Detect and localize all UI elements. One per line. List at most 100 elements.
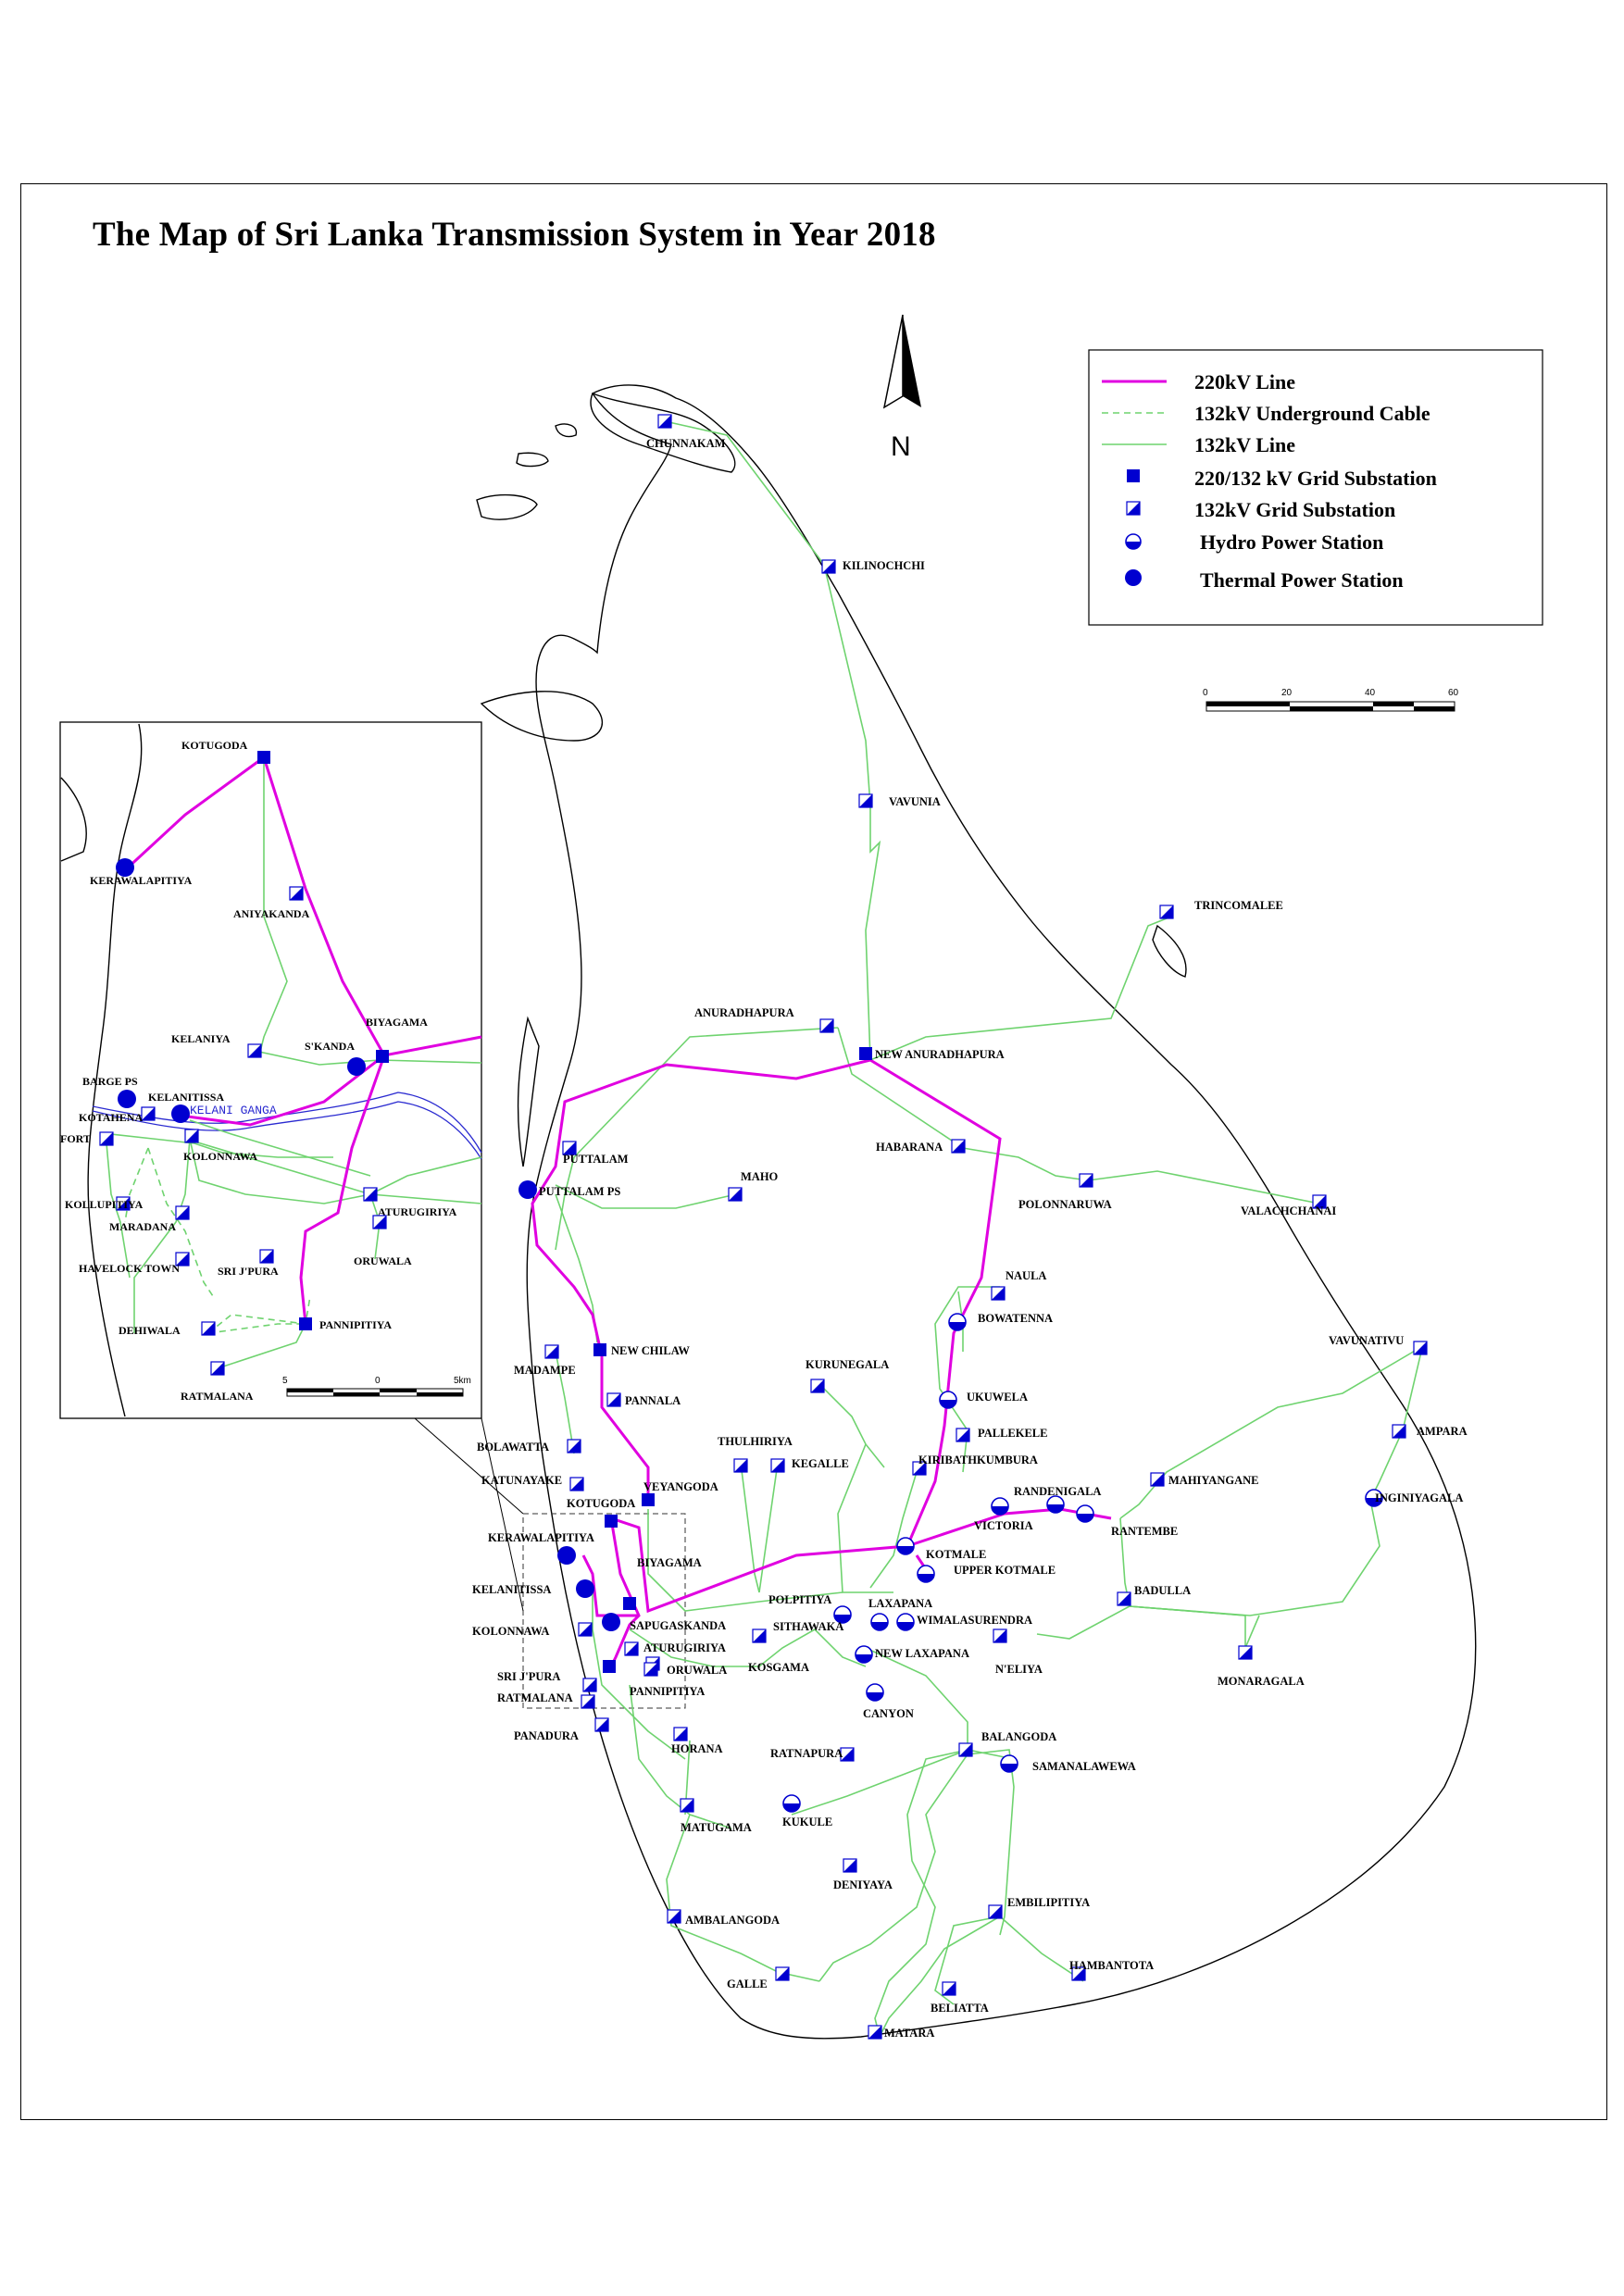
station-ratnapura-label: RATNAPURA <box>770 1747 843 1760</box>
inset-scale-tick-0: 0 <box>375 1376 381 1386</box>
station-vavunativu-gs132-symbol <box>1413 1341 1428 1355</box>
station-hambantota-gs132-symbol <box>1071 1966 1086 1981</box>
inset-station-maradana-label: MARADANA <box>109 1220 176 1233</box>
station-matara-label: MATARA <box>884 2027 934 2040</box>
station-new-anuradhapura-label: NEW ANURADHAPURA <box>875 1048 1005 1061</box>
station-oruwala-gs132-symbol <box>643 1662 658 1677</box>
station-panadura-gs132-symbol <box>594 1717 609 1732</box>
station-veyangoda-label: VEYANGODA <box>643 1480 718 1493</box>
station-pannala-gs132-symbol <box>606 1392 621 1407</box>
station-mahiyangane-label: MAHIYANGANE <box>1168 1474 1258 1487</box>
station-kukule-hydro-symbol <box>782 1794 801 1813</box>
station-anuradhapura-gs132-symbol <box>819 1018 834 1033</box>
scale-tick-20: 20 <box>1281 688 1293 698</box>
inset-station-kotugoda-label: KOTUGODA <box>181 739 248 752</box>
inset-station-kerawalapitiya-label: KERAWALAPITIYA <box>90 874 193 887</box>
inset-station-s-kanda-thermal-symbol <box>347 1057 366 1076</box>
inset-station-kelanitissa-label: KELANITISSA <box>148 1091 224 1104</box>
island <box>476 493 538 520</box>
station-rantembe-label: RANTEMBE <box>1111 1525 1178 1538</box>
inset-station-ratmalana-label: RATMALANA <box>181 1390 254 1403</box>
inset-leader-line <box>414 1417 524 1515</box>
station-polpitiya-label: POLPITIYA <box>768 1593 831 1606</box>
island-coastline <box>526 384 1477 2040</box>
jaffna-peninsula <box>590 393 736 473</box>
station-ampara-gs132-symbol <box>1392 1424 1406 1439</box>
station-sapugaskanda-thermal-symbol <box>602 1613 620 1631</box>
station-biyagama-label: BIYAGAMA <box>637 1556 702 1569</box>
station-kerawalapitiya-thermal-symbol <box>557 1546 576 1565</box>
station-new-laxapana-label: NEW LAXAPANA <box>875 1647 969 1660</box>
station-kelanitissa-label: KELANITISSA <box>472 1583 551 1596</box>
legend-thermal-label: Thermal Power Station <box>1200 568 1404 592</box>
legend: 220kV Line 132kV Underground Cable 132kV… <box>1088 349 1543 626</box>
station-puttalam-ps-thermal-symbol <box>518 1180 537 1199</box>
inset-station-kotahena-gs132-symbol <box>141 1106 156 1121</box>
inset-scale-tick-5a: 5 <box>282 1376 288 1386</box>
station-matugama-label: MATUGAMA <box>681 1821 752 1834</box>
inset-station-kelaniya-gs132-symbol <box>247 1043 262 1058</box>
station-upper-kotmale-hydro-symbol <box>917 1565 935 1583</box>
inset-station-aniyakanda-label: ANIYAKANDA <box>233 907 310 920</box>
legend-hydro-label: Hydro Power Station <box>1200 530 1383 554</box>
scale-tick-40: 40 <box>1365 688 1376 698</box>
station-horana-label: HORANA <box>671 1742 723 1755</box>
station-kotugoda-gs220-symbol <box>605 1515 618 1528</box>
inset-scale-tick-5km: 5km <box>454 1376 471 1386</box>
inset-station-kollupitiya-gs132-symbol <box>116 1196 131 1211</box>
station-polpitiya-hydro-symbol <box>833 1605 852 1624</box>
legend-thermal-symbol <box>1125 569 1142 586</box>
station-new-chilaw-label: NEW CHILAW <box>611 1344 690 1357</box>
legend-box <box>1088 349 1543 626</box>
inset-station-kelaniya-label: KELANIYA <box>171 1032 231 1045</box>
station-polonnaruwa-gs132-symbol <box>1079 1173 1093 1188</box>
station-wimalasurendra-label: WIMALASURENDRA <box>917 1614 1032 1627</box>
station-balangoda-label: BALANGODA <box>981 1730 1056 1743</box>
station-naula-gs132-symbol <box>991 1286 1006 1301</box>
station-inginiyagala-label: INGINIYAGALA <box>1375 1491 1463 1504</box>
legend-line132-label: 132kV Line <box>1194 433 1295 456</box>
station-new-laxapana-hydro-symbol <box>855 1645 873 1664</box>
station-kilinochchi-gs132-symbol <box>821 559 836 574</box>
legend-hydro-symbol <box>1125 533 1142 550</box>
inset-station-sri-j-pura-gs132-symbol <box>259 1249 274 1264</box>
station-badulla-label: BADULLA <box>1134 1584 1191 1597</box>
station-balangoda-gs132-symbol <box>958 1742 973 1757</box>
station-habarana-gs132-symbol <box>951 1139 966 1154</box>
station-bowatenna-label: BOWATENNA <box>978 1312 1053 1325</box>
station-aturugiriya-label: ATURUGIRIYA <box>643 1641 726 1654</box>
scale-tick-0: 0 <box>1203 688 1208 698</box>
station-samanalawewa-hydro-symbol <box>1000 1754 1018 1773</box>
station-maho-label: MAHO <box>741 1170 779 1183</box>
station-kegalle-label: KEGALLE <box>792 1457 849 1470</box>
inset-station-kotugoda-gs220-symbol <box>257 751 270 764</box>
station-kegalle-gs132-symbol <box>770 1458 785 1473</box>
island <box>516 452 549 468</box>
station-matara-gs132-symbol <box>868 2025 882 2040</box>
station-randenigala-hydro-symbol <box>1046 1495 1065 1514</box>
station-trincomalee-gs132-symbol <box>1159 905 1174 919</box>
scale-tick-60: 60 <box>1448 688 1459 698</box>
station-sri-j-pura-label: SRI J'PURA <box>497 1670 560 1683</box>
station-puttalam-gs132-symbol <box>562 1141 577 1155</box>
station-habarana-label: HABARANA <box>876 1141 943 1154</box>
station-ratnapura-gs132-symbol <box>840 1747 855 1762</box>
inset-station-kollupitiya-label: KOLLUPITIYA <box>65 1198 144 1211</box>
legend-cable-label: 132kV Underground Cable <box>1194 402 1430 425</box>
station-galle-gs132-symbol <box>775 1966 790 1981</box>
station-mahiyangane-gs132-symbol <box>1150 1472 1165 1487</box>
station-ukuwela-hydro-symbol <box>939 1391 957 1409</box>
inset-station-s-kanda-label: S'KANDA <box>305 1040 355 1053</box>
kalpitiya-spit <box>517 1016 540 1167</box>
station-valachchanai-label: VALACHCHANAI <box>1241 1204 1336 1217</box>
station-sithawaka-label: SITHAWAKA <box>773 1620 843 1633</box>
station-deniyaya-gs132-symbol <box>843 1858 857 1873</box>
station-bowatenna-hydro-symbol <box>948 1313 967 1331</box>
station-samanalawewa-label: SAMANALAWEWA <box>1032 1760 1136 1773</box>
inset-station-oruwala-label: ORUWALA <box>354 1254 412 1267</box>
station-inginiyagala-hydro-symbol <box>1365 1489 1383 1507</box>
station-aturugiriya-gs132-symbol <box>624 1641 639 1656</box>
station-monaragala-label: MONARAGALA <box>1218 1675 1305 1688</box>
station-trincomalee-label: TRINCOMALEE <box>1194 899 1283 912</box>
